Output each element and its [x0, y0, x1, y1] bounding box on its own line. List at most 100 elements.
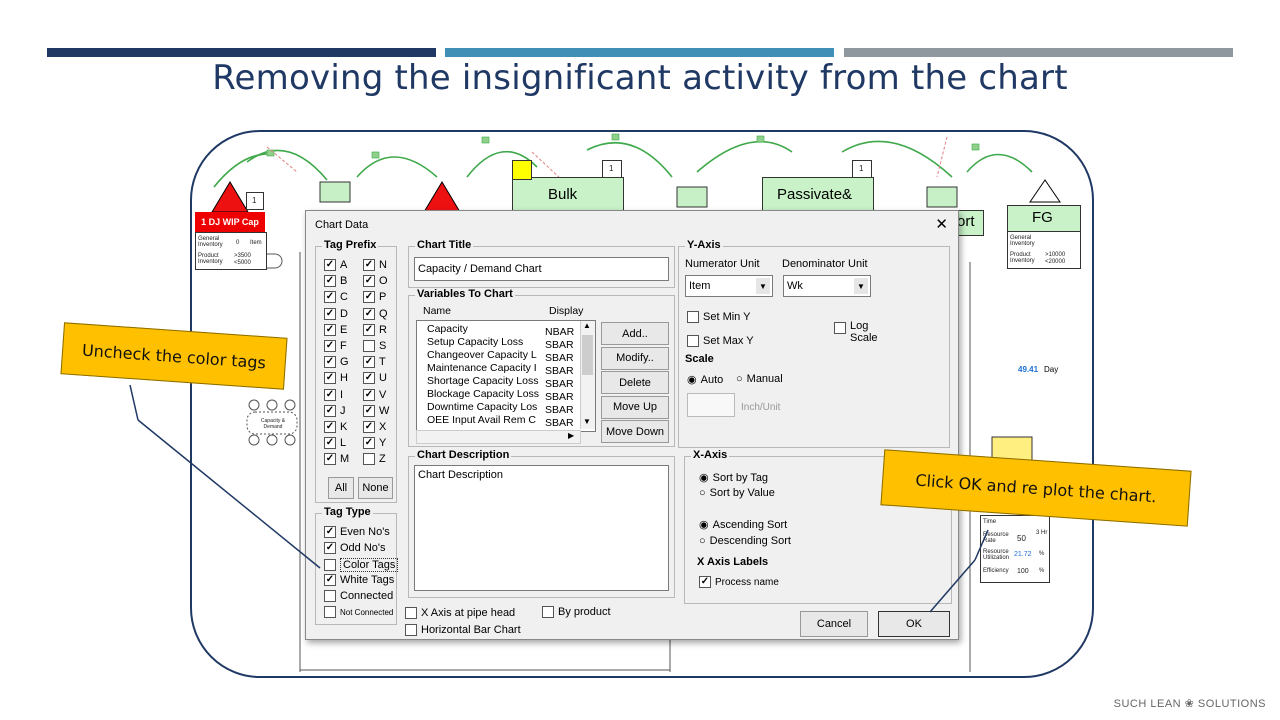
none-button[interactable]: None: [358, 477, 393, 499]
numerator-select[interactable]: Item ▼: [685, 275, 773, 297]
tag-prefix-v-checkbox[interactable]: ✓V: [363, 388, 386, 401]
tag-prefix-t-checkbox[interactable]: ✓T: [363, 356, 386, 369]
add-button[interactable]: Add..: [601, 322, 669, 345]
ascending-dot[interactable]: ◉: [699, 519, 709, 531]
tag-prefix-q-checkbox[interactable]: ✓Q: [363, 307, 388, 320]
tag-prefix-x-checkbox[interactable]: ✓X: [363, 421, 386, 433]
tag-prefix-p-checkbox[interactable]: ✓P: [363, 291, 386, 304]
sort-by-value-radio[interactable]: ○Sort by Value: [699, 487, 775, 499]
tag-prefix-a-box[interactable]: ✓: [324, 259, 336, 271]
tag-prefix-d-box[interactable]: ✓: [324, 307, 336, 320]
auto-radio[interactable]: ◉Auto: [687, 373, 723, 387]
ok-button[interactable]: OK: [878, 611, 950, 637]
tag-prefix-l-box[interactable]: ✓: [324, 437, 336, 450]
tag-type-color-tags-box[interactable]: [324, 559, 336, 571]
tag-type-even-no-s-checkbox[interactable]: ✓Even No's: [324, 526, 390, 538]
x-axis-pipe-box[interactable]: [405, 607, 417, 619]
tag-type-odd-no-s-box[interactable]: ✓: [324, 542, 336, 554]
tag-prefix-m-checkbox[interactable]: ✓M: [324, 453, 349, 466]
horizontal-bar-box[interactable]: [405, 624, 417, 636]
delete-button[interactable]: Delete: [601, 371, 669, 394]
tag-prefix-m-box[interactable]: ✓: [324, 453, 336, 466]
manual-radio[interactable]: ○Manual: [736, 373, 783, 385]
tag-prefix-l-checkbox[interactable]: ✓L: [324, 437, 346, 450]
tag-prefix-q-box[interactable]: ✓: [363, 307, 375, 320]
process-name-checkbox[interactable]: ✓Process name: [699, 576, 779, 588]
tag-prefix-g-checkbox[interactable]: ✓G: [324, 356, 349, 369]
tag-prefix-b-box[interactable]: ✓: [324, 275, 336, 288]
scroll-down-icon[interactable]: ▼: [583, 417, 591, 426]
tag-type-white-tags-checkbox[interactable]: ✓White Tags: [324, 574, 394, 586]
tag-type-white-tags-box[interactable]: ✓: [324, 574, 336, 586]
process-name-box[interactable]: ✓: [699, 576, 711, 588]
close-icon[interactable]: ✕: [935, 216, 948, 233]
log-scale-checkbox[interactable]: Log Scale: [834, 320, 880, 344]
chevron-down-icon[interactable]: ▼: [854, 278, 868, 294]
by-product-checkbox[interactable]: By product: [542, 606, 611, 618]
tag-prefix-r-box[interactable]: ✓: [363, 323, 375, 336]
tag-prefix-v-box[interactable]: ✓: [363, 388, 375, 401]
tag-prefix-t-box[interactable]: ✓: [363, 356, 375, 369]
cancel-button[interactable]: Cancel: [800, 611, 868, 637]
tag-prefix-r-checkbox[interactable]: ✓R: [363, 323, 387, 336]
tag-prefix-w-box[interactable]: ✓: [363, 404, 375, 417]
tag-prefix-z-box[interactable]: [363, 453, 375, 466]
ascending-radio[interactable]: ◉Ascending Sort: [699, 518, 787, 532]
tag-type-color-tags-checkbox[interactable]: Color Tags: [324, 558, 399, 572]
tag-prefix-e-checkbox[interactable]: ✓E: [324, 323, 347, 336]
move-down-button[interactable]: Move Down: [601, 420, 669, 443]
tag-prefix-j-checkbox[interactable]: ✓J: [324, 404, 346, 417]
tag-type-connected-checkbox[interactable]: Connected: [324, 590, 393, 602]
tag-prefix-f-checkbox[interactable]: ✓F: [324, 340, 347, 352]
set-max-y-checkbox[interactable]: Set Max Y: [687, 335, 754, 347]
inch-unit-input[interactable]: [687, 393, 735, 417]
tag-prefix-i-box[interactable]: ✓: [324, 388, 336, 401]
tag-prefix-o-checkbox[interactable]: ✓O: [363, 275, 388, 288]
chart-title-input[interactable]: Capacity / Demand Chart: [414, 257, 669, 281]
all-button[interactable]: All: [328, 477, 354, 499]
tag-prefix-y-box[interactable]: ✓: [363, 437, 375, 450]
tag-prefix-y-checkbox[interactable]: ✓Y: [363, 437, 386, 450]
tag-prefix-a-checkbox[interactable]: ✓A: [324, 259, 347, 271]
chevron-down-icon[interactable]: ▼: [756, 278, 770, 294]
log-scale-box[interactable]: [834, 322, 846, 334]
tag-prefix-p-box[interactable]: ✓: [363, 291, 375, 304]
tag-prefix-s-checkbox[interactable]: S: [363, 340, 386, 352]
tag-prefix-f-box[interactable]: ✓: [324, 340, 336, 352]
tag-type-even-no-s-box[interactable]: ✓: [324, 526, 336, 538]
tag-prefix-w-checkbox[interactable]: ✓W: [363, 404, 389, 417]
tag-prefix-n-box[interactable]: ✓: [363, 259, 375, 271]
set-max-y-box[interactable]: [687, 335, 699, 347]
tag-prefix-z-checkbox[interactable]: Z: [363, 453, 386, 466]
variables-hscroll[interactable]: ▶: [416, 430, 581, 444]
tag-type-not-connected-box[interactable]: [324, 606, 336, 618]
tag-prefix-k-checkbox[interactable]: ✓K: [324, 421, 347, 433]
tag-type-not-connected-checkbox[interactable]: Not Connected: [324, 606, 393, 618]
tag-prefix-k-box[interactable]: ✓: [324, 421, 336, 433]
tag-prefix-h-box[interactable]: ✓: [324, 372, 336, 385]
sort-by-value-dot[interactable]: ○: [699, 487, 706, 499]
horizontal-bar-checkbox[interactable]: Horizontal Bar Chart: [405, 624, 521, 636]
set-min-y-checkbox[interactable]: Set Min Y: [687, 311, 751, 323]
x-axis-pipe-checkbox[interactable]: X Axis at pipe head: [405, 607, 515, 619]
auto-radio-dot[interactable]: ◉: [687, 374, 697, 386]
scroll-up-icon[interactable]: ▲: [583, 321, 591, 330]
manual-radio-dot[interactable]: ○: [736, 373, 743, 385]
chart-description-textarea[interactable]: Chart Description: [414, 465, 669, 591]
tag-prefix-i-checkbox[interactable]: ✓I: [324, 388, 343, 401]
tag-prefix-u-checkbox[interactable]: ✓U: [363, 372, 387, 385]
by-product-box[interactable]: [542, 606, 554, 618]
tag-prefix-n-checkbox[interactable]: ✓N: [363, 259, 387, 271]
tag-prefix-c-checkbox[interactable]: ✓C: [324, 291, 348, 304]
tag-type-odd-no-s-checkbox[interactable]: ✓Odd No's: [324, 542, 386, 554]
descending-radio[interactable]: ○Descending Sort: [699, 535, 791, 547]
